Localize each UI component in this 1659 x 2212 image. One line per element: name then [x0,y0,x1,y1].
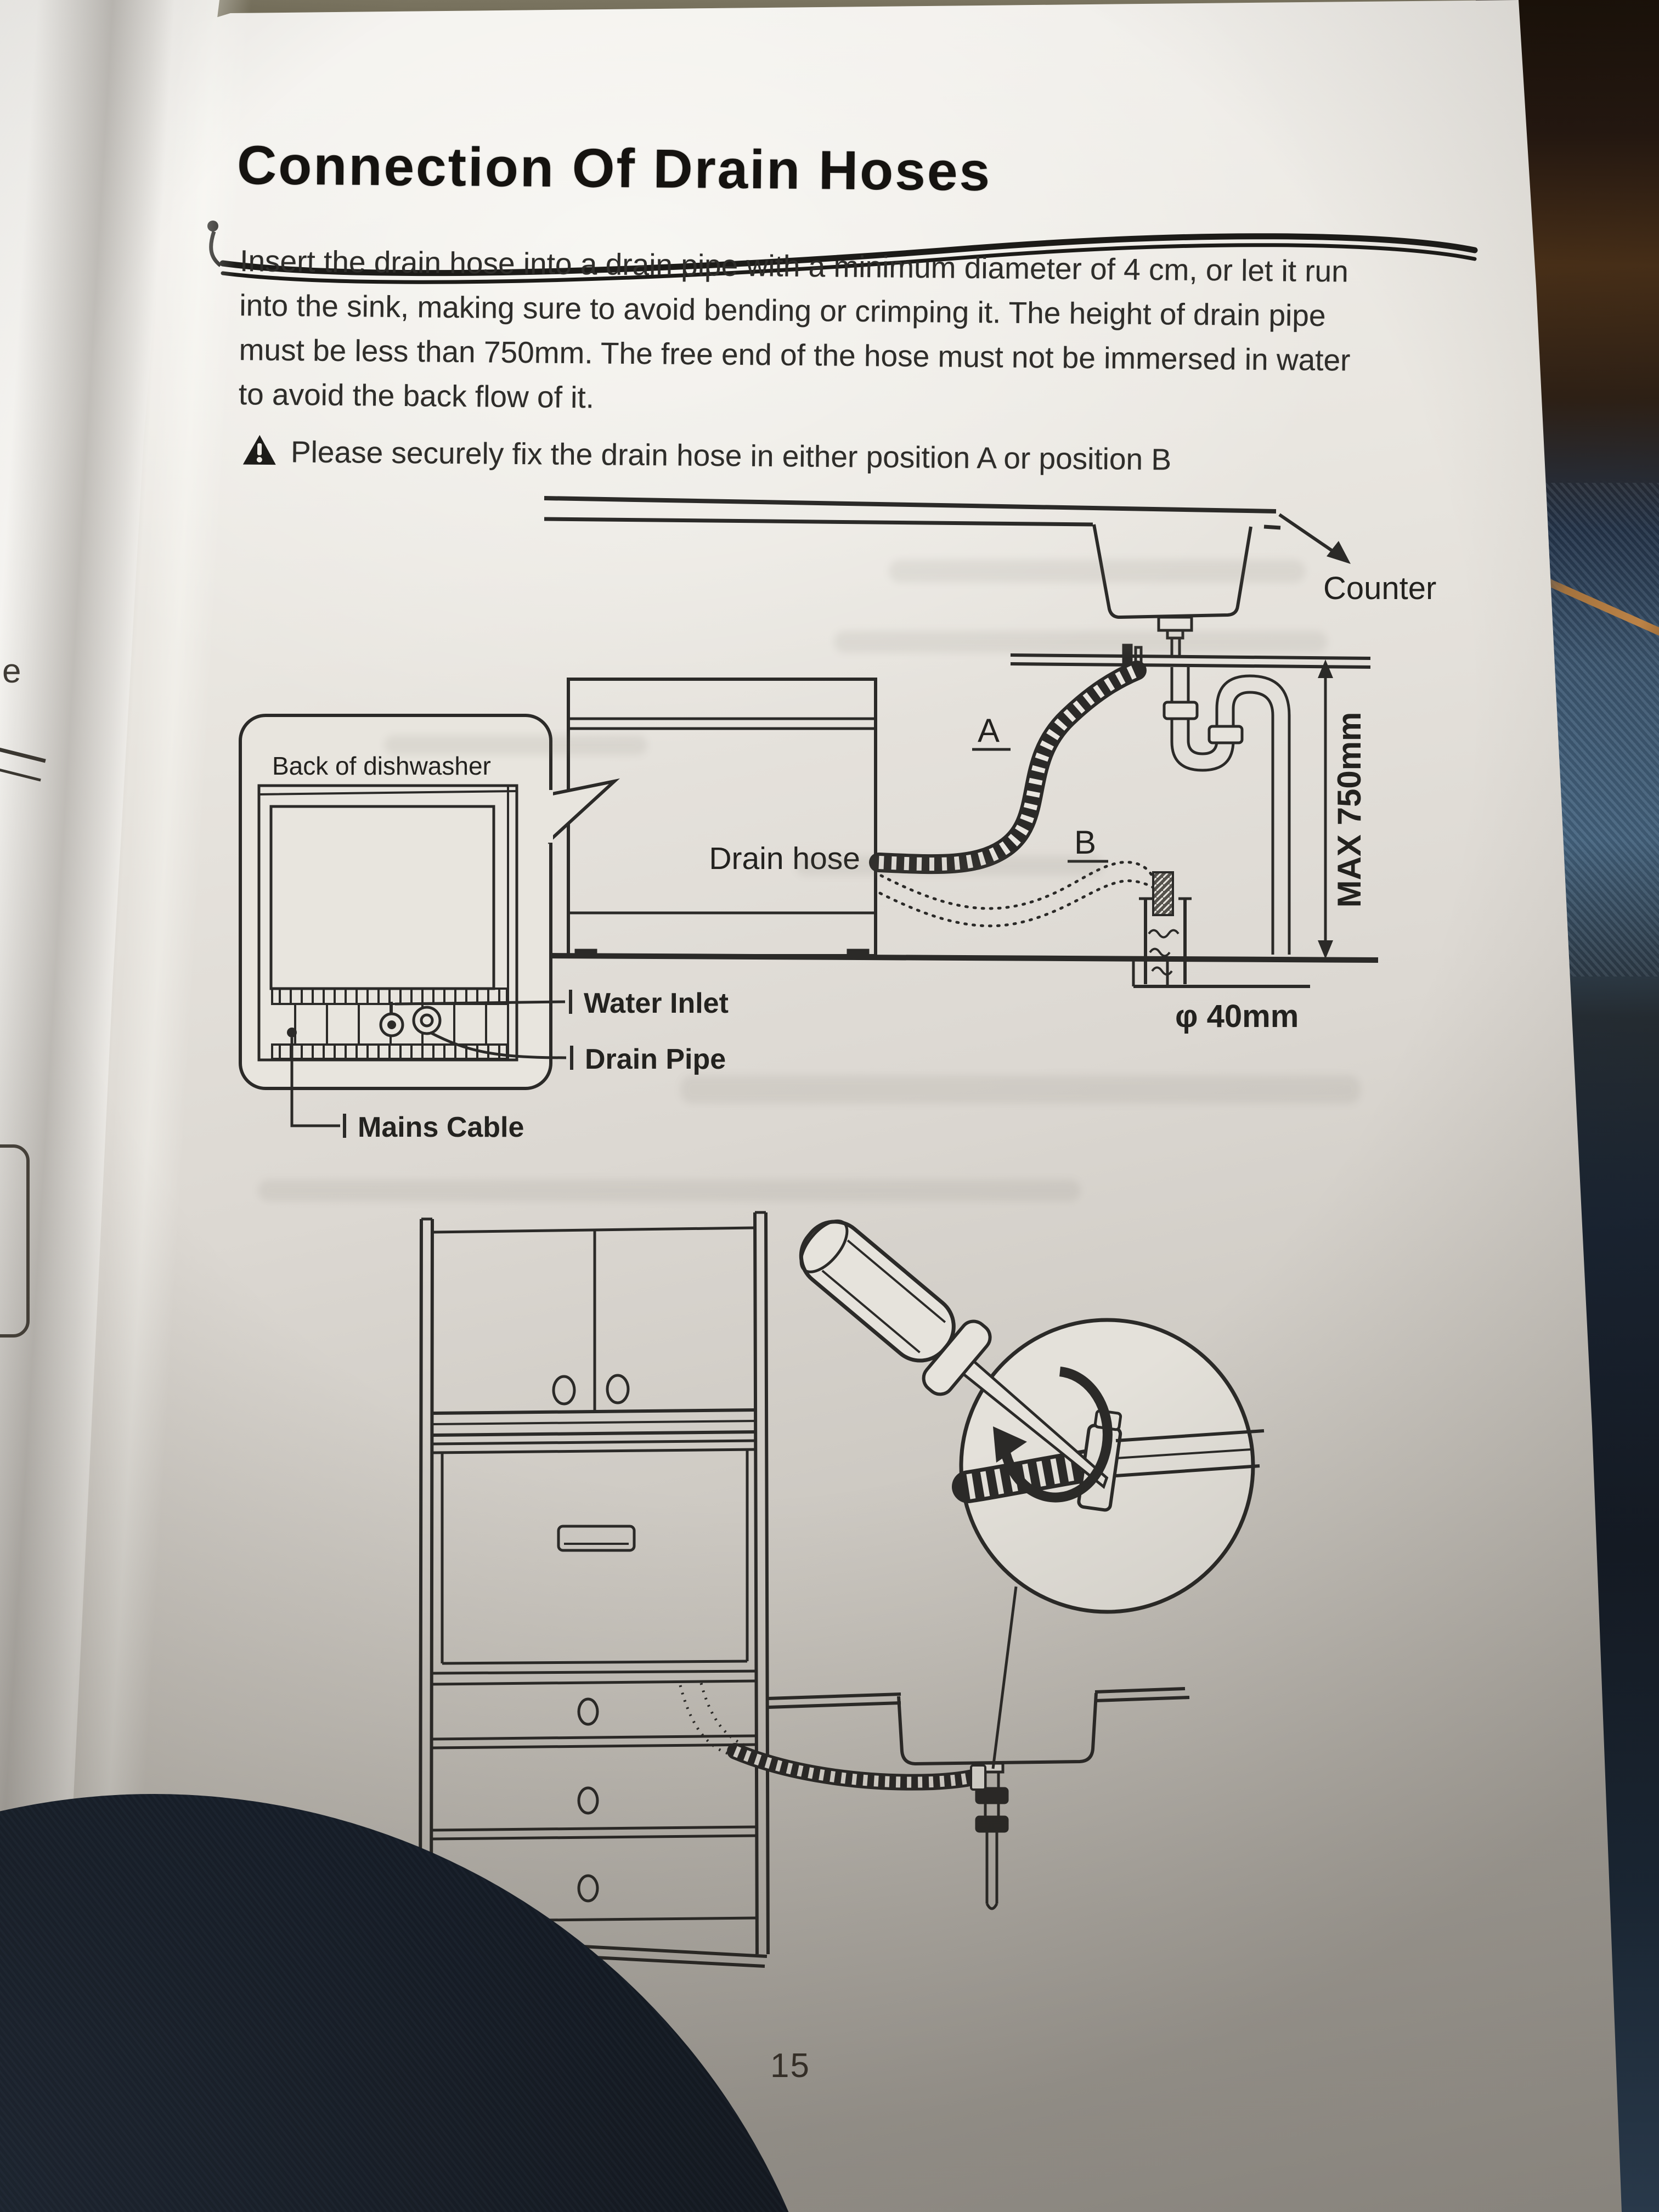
counter-right-segment [1094,1687,1190,1702]
position-b-label: B [1074,824,1096,861]
mains-cable-label: Mains Cable [358,1111,524,1143]
rotation-arrow [999,1367,1113,1503]
dishwasher-front-sides [441,1449,749,1663]
hose-end-in-standpipe [1152,871,1174,916]
standpipe-diameter-label: φ 40mm [1175,998,1299,1034]
dishwasher-handle [557,1525,636,1552]
max-arrow-top [1318,659,1333,678]
mains-cable-leader [290,1114,340,1127]
bubble-tail [548,778,620,844]
screwdriver-shaft [961,1359,1109,1489]
detail-smooth-pipe [1115,1429,1265,1477]
detail-leader-line [991,1586,1018,1769]
water-inlet-label: Water Inlet [584,988,729,1019]
dishwasher-front-top [432,1439,758,1454]
upper-doors-top [432,1226,755,1234]
counter-top-line [544,496,1277,514]
water-inlet-leader [394,1000,566,1006]
drawer-knob-2 [577,1786,599,1815]
sink-drain-fitting-lower [1166,629,1184,640]
drain-nut-2 [975,1815,1009,1833]
page-title: Connection Of Drain Hoses [236,134,992,202]
p-trap-inner [1187,667,1291,955]
dishwasher-foot-right [847,949,870,958]
back-panel-3d [258,786,517,1060]
drawers-top [432,1679,758,1686]
water-squiggles [1148,929,1180,976]
drain-nut-1 [975,1787,1009,1804]
standpipe-below-floor [1132,961,1169,986]
lower-diagram-hose-clamp-installation [419,1211,1265,1968]
warning-text: Please securely fix the drain hose in ei… [290,435,1172,477]
bubble-title: Back of dishwasher [272,752,491,780]
dishwasher-foot-left [574,949,597,958]
drain-pipe-label: Drain Pipe [585,1043,726,1075]
counter-bottom-line [544,517,1281,530]
drain-hose-a [869,661,1147,874]
warning-row: Please securely fix the drain hose in ei… [242,434,1172,477]
warning-triangle-icon [242,435,276,465]
intro-paragraph: Insert the drain hose into a drain pipe … [238,244,1351,415]
previous-page-box-fragment [0,1144,30,1338]
previous-page-text-fragment: e [2,652,21,690]
underside-line [1010,653,1371,669]
drain-hose-label: Drain hose [709,841,860,876]
cabinet-sides [419,1212,770,1955]
ghost-text [258,1180,1081,1201]
mains-cable-plug [287,1028,297,1037]
drawer-dividers [432,1734,758,1923]
ghost-text [889,560,1306,583]
ghost-text [384,735,647,755]
position-a-label: A [978,712,1000,749]
dishwasher-top-lines [568,717,876,915]
drain-pipe-leader [429,1031,567,1059]
drain-tailpipe [985,1831,998,1904]
drain-hose-b-upper [879,861,1161,910]
ghost-text [795,856,1103,876]
upper-diagram-drain-hose-positions: Counter A B Drain hose MAX 750mm φ 40mm … [239,496,1436,1143]
trap-nut-1 [1163,701,1199,720]
screwdriver [799,1219,1109,1489]
panel-hatch-bottom [271,1043,508,1060]
door-knob-left [552,1375,576,1406]
counter-arrowhead [1327,541,1351,564]
counter-left-segment [768,1692,901,1709]
title-underline-swoosh [207,221,1478,284]
drain-hose-b-lower [878,879,1171,928]
max-height-label: MAX 750mm [1331,712,1368,908]
upper-doors-bottom [432,1408,758,1437]
ghost-text [680,1075,1361,1104]
trap-nut-2 [1207,725,1244,744]
sink-drain-fitting [1157,616,1193,632]
max-arrow-bottom [1318,940,1333,959]
dishwasher-front-bottom [432,1660,758,1675]
drawer-knob-1 [577,1697,599,1726]
standpipe-walls [1144,899,1187,984]
sink-tailpipe [1170,638,1181,655]
hose-clamp-small [970,1764,986,1791]
drawer-knob-3 [577,1874,599,1903]
drain-pipe-port [412,1006,442,1035]
counter-label: Counter [1323,571,1436,606]
ghost-text [834,631,1328,653]
door-knob-right [606,1374,630,1404]
rotation-arrowhead [993,1426,1027,1463]
page-number: 15 [770,2047,810,2085]
